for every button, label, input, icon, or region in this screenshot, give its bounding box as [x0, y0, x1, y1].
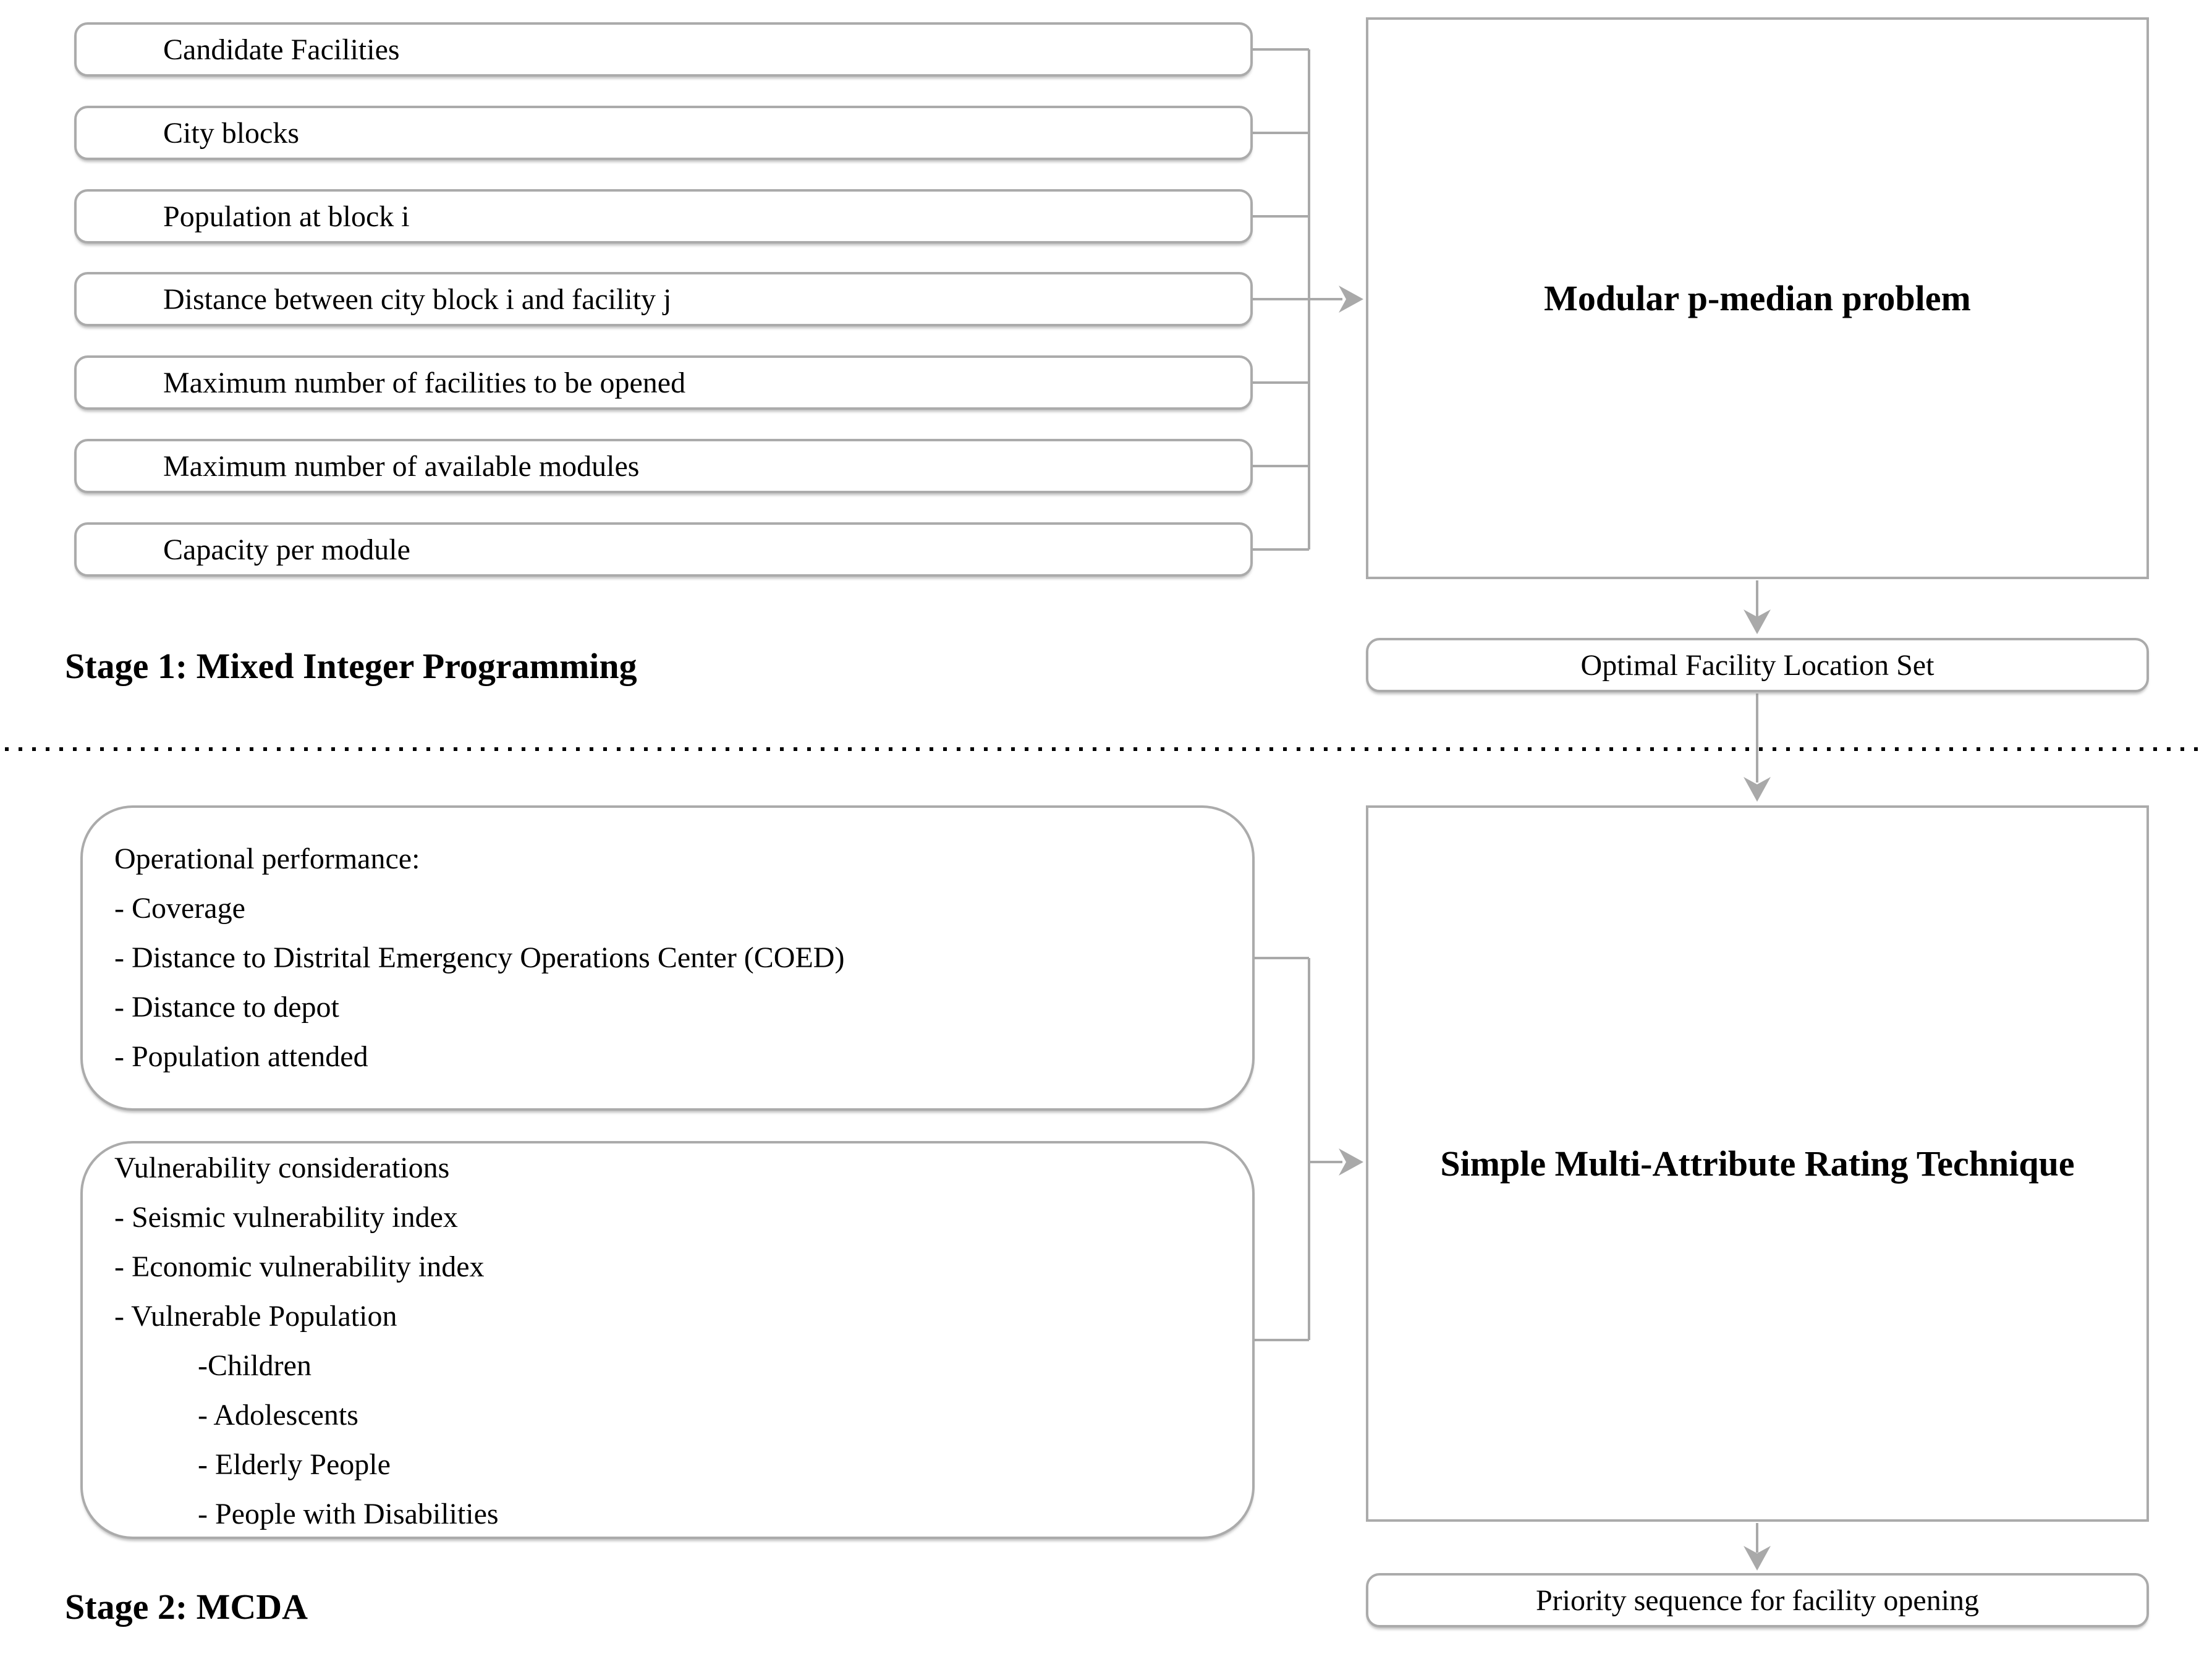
input-label: Capacity per module [163, 533, 410, 566]
stage1-label: Stage 1: Mixed Integer Programming [65, 646, 637, 686]
input-box-max-facilities: Maximum number of facilities to be opene… [74, 355, 1253, 410]
input-label: City blocks [163, 116, 300, 150]
arrowhead-to-smart [1339, 1148, 1363, 1176]
input-box-candidate-facilities: Candidate Facilities [74, 22, 1253, 77]
criteria-line: - Population attended [114, 1040, 368, 1073]
output-box-priority-sequence: Priority sequence for facility opening [1366, 1573, 2149, 1627]
output-label: Priority sequence for facility opening [1535, 1584, 1980, 1617]
input-box-distance-block-facility: Distance between city block i and facili… [74, 272, 1253, 326]
stage2-label: Stage 2: MCDA [65, 1587, 308, 1627]
input-box-capacity-per-module: Capacity per module [74, 522, 1253, 577]
stage-divider-dotted-line [5, 747, 2208, 751]
arrowhead-pmedian-to-optimal [1744, 609, 1771, 634]
criteria-line: - Coverage [114, 892, 245, 925]
arrowhead-optimal-to-smart [1744, 777, 1771, 802]
output-box-optimal-facility-location-set: Optimal Facility Location Set [1366, 638, 2149, 692]
input-box-population-at-block: Population at block i [74, 189, 1253, 244]
criteria-subline: - Elderly People [198, 1448, 391, 1481]
operational-performance-lines: Operational performance: - Coverage - Di… [114, 834, 2187, 1082]
input-label: Population at block i [163, 200, 410, 233]
criteria-line: - Vulnerable Population [114, 1300, 397, 1333]
criteria-line: - Distance to depot [114, 991, 339, 1024]
criteria-line: - Distance to Distrital Emergency Operat… [114, 941, 845, 974]
criteria-subline: -Children [198, 1349, 311, 1382]
input-box-max-modules: Maximum number of available modules [74, 439, 1253, 493]
criteria-line: - Seismic vulnerability index [114, 1201, 458, 1234]
input-label: Maximum number of facilities to be opene… [163, 366, 686, 399]
criteria-subline: - People with Disabilities [198, 1498, 499, 1530]
arrowhead-smart-to-priority [1744, 1546, 1771, 1571]
input-label: Maximum number of available modules [163, 449, 640, 483]
output-label: Optimal Facility Location Set [1580, 648, 1934, 682]
input-box-city-blocks: City blocks [74, 106, 1253, 160]
process-title: Modular p-median problem [1544, 278, 1971, 318]
process-box-smart: Simple Multi-Attribute Rating Technique [1366, 805, 2149, 1522]
input-label: Distance between city block i and facili… [163, 282, 672, 316]
criteria-line: Vulnerability considerations [114, 1152, 450, 1184]
criteria-subline: - Adolescents [198, 1399, 358, 1432]
process-title: Simple Multi-Attribute Rating Technique [1440, 1143, 2075, 1184]
process-box-modular-pmedian: Modular p-median problem [1366, 17, 2149, 579]
input-label: Candidate Facilities [163, 33, 400, 66]
criteria-line: Operational performance: [114, 842, 420, 875]
criteria-box-operational-performance [80, 805, 1255, 1111]
criteria-line: - Economic vulnerability index [114, 1250, 485, 1283]
arrowhead-to-pmedian [1339, 286, 1363, 313]
vulnerability-considerations-lines: Vulnerability considerations - Seismic v… [114, 1143, 2187, 1539]
criteria-box-vulnerability-considerations [80, 1141, 1255, 1539]
